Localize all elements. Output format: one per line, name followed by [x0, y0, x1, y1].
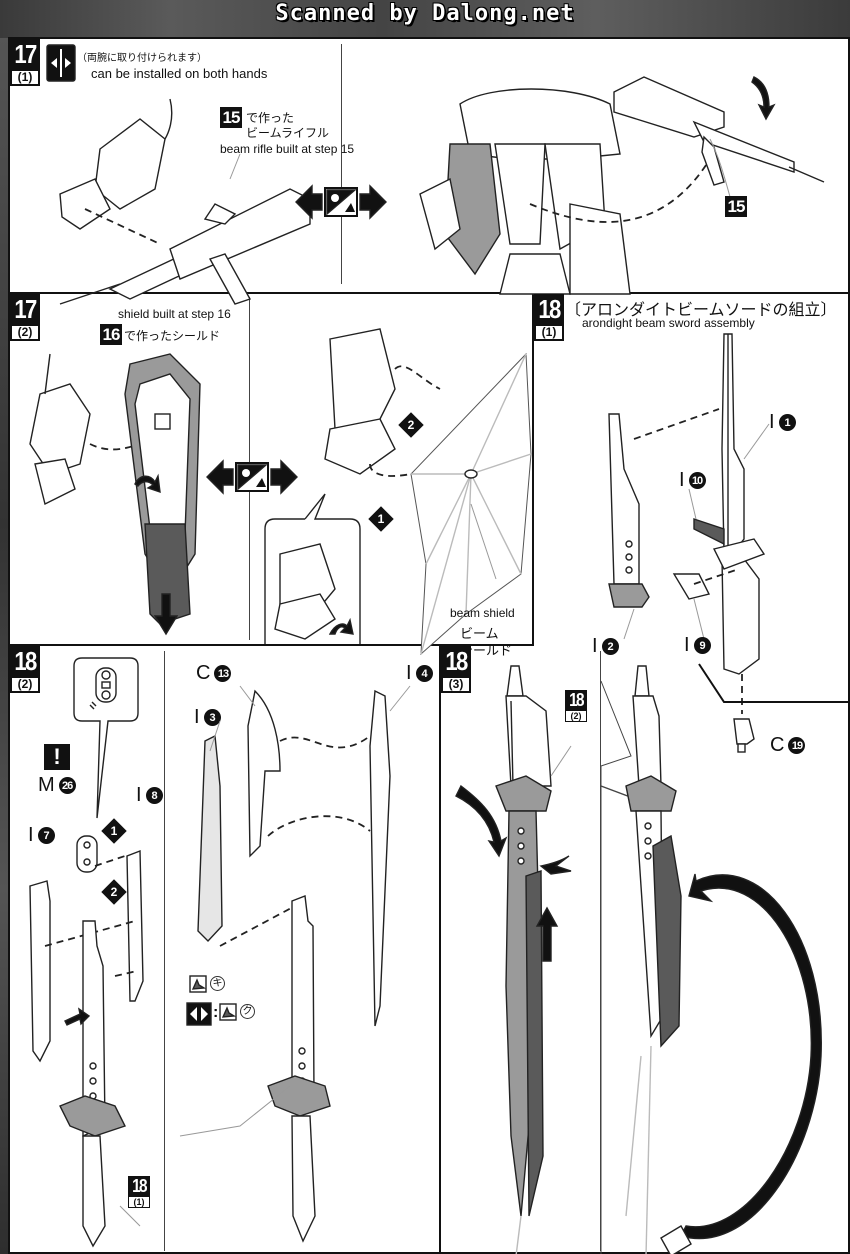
sticker-ku-label: ク — [240, 1004, 255, 1019]
forearm-illustration — [324, 328, 441, 477]
step-18-2-badge: 18 (2) — [10, 646, 40, 693]
robot-waist-illustration — [419, 88, 631, 295]
step-ref-badge: 15 — [725, 196, 747, 217]
both-hands-icon — [46, 44, 76, 82]
shield-ref-jp: で作ったシールド — [124, 329, 221, 343]
note-jp: （両腕に取り付けられます） — [77, 53, 207, 64]
beam-shield-label-en: beam shield — [450, 606, 515, 620]
warning-icon: ! — [44, 744, 70, 770]
part-label-I10: I 10 — [679, 469, 706, 492]
beam-shield-illustration — [410, 352, 532, 656]
sticker-separator: : — [213, 1004, 219, 1021]
scan-background-left — [0, 38, 8, 1254]
part-label-I8: I 8 — [136, 784, 163, 807]
sticker-ki-icon — [189, 975, 207, 993]
part-label-I4: I 4 — [406, 662, 433, 685]
ref-en: beam rifle built at step 15 — [220, 142, 355, 156]
swap-left-right-icon — [206, 459, 298, 495]
step-number: 18 — [445, 646, 468, 676]
sword-extended-illustration — [600, 665, 822, 1254]
sword-parts-middle-illustration — [179, 685, 411, 1243]
step-sub-number: (2) — [10, 676, 40, 693]
section-title-en: arondight beam sword assembly — [582, 316, 755, 330]
sticker-ku-icon — [219, 1003, 237, 1021]
beam-rifle-illustration — [613, 76, 825, 186]
beam-shield-label-jp-1: ビーム — [460, 627, 499, 642]
step-sub-number: (3) — [441, 676, 471, 693]
arm-with-rifle-illustration — [59, 98, 311, 305]
sword-parts-left-illustration — [29, 835, 144, 1248]
part-label-C19: C 19 — [770, 734, 806, 757]
step-17-2-panel: 17 (2) shield built at step 16 16 で作ったシー… — [10, 294, 532, 659]
arm-with-shield-illustration — [29, 353, 201, 636]
sticker-ki-label: キ — [210, 976, 225, 991]
step-18-3-badge: 18 (3) — [441, 646, 471, 693]
detail-callout-box — [264, 493, 361, 644]
order-marker-1: 1 — [368, 506, 394, 532]
step-ref-badge: 16 — [100, 324, 122, 345]
scan-background-top — [0, 0, 850, 38]
pommel-illustration — [733, 718, 755, 753]
ref-jp-line1: で作った — [246, 111, 295, 125]
step-18-1-panel: 18 (1) 〔アロンダイトビームソードの組立〕 arondight beam … — [534, 294, 850, 756]
step-17-1-panel: 17 (1) （両腕に取り付けられます） can be installed on… — [10, 39, 850, 305]
beam-shield-label-jp-2: シールド — [460, 644, 513, 659]
step-number: 17 — [14, 39, 37, 69]
section-title-jp: 〔アロンダイトビームソードの組立〕 — [565, 300, 837, 319]
step-ref-badge: 15 — [220, 107, 242, 128]
subdivider-18-2 — [164, 651, 165, 1251]
panel-18-1-border — [698, 663, 850, 703]
shield-ref: 16 — [100, 324, 122, 345]
divider-18-2-18-3 — [439, 644, 441, 1254]
step-number: 17 — [14, 294, 37, 324]
part-label-I9: I 9 — [684, 634, 711, 657]
step-18-1-badge: 18 (1) — [534, 294, 564, 341]
divider-17-2-18-1 — [532, 292, 534, 644]
step-sub-number: (2) — [10, 324, 40, 341]
ref-step-18-2-badge: 18 (2) — [565, 690, 587, 722]
sword-hilt-assembly-illustration — [608, 333, 770, 714]
part-label-C13: C 13 — [196, 662, 232, 685]
step-18-3-panel: 18 (3) 18 (2) — [441, 646, 850, 1254]
symmetric-icon — [186, 1002, 212, 1026]
divider-17-1-bottom — [10, 292, 850, 294]
detail-callout-bubble — [73, 657, 139, 819]
ref-jp-line2: ビームライフル — [246, 126, 330, 140]
part-label-I1: I 1 — [769, 411, 796, 434]
scan-credit: Scanned by Dalong.net — [275, 1, 575, 26]
part-label-I7: I 7 — [28, 824, 55, 847]
step-18-2-panel: 18 (2) ! M 26 I 8 I 7 1 2 — [10, 646, 439, 1254]
divider-17-2-bottom — [10, 644, 534, 646]
part-label-M26: M 26 — [38, 774, 76, 797]
part-label-I3: I 3 — [194, 706, 221, 729]
subdivider-17-1 — [341, 44, 342, 284]
step-sub-number: (1) — [10, 69, 40, 86]
step-number: 18 — [538, 294, 561, 324]
part-label-I2: I 2 — [592, 635, 619, 658]
sword-folding-illustration — [455, 665, 572, 1254]
ref-step-15-right: 15 — [725, 196, 747, 217]
shield-ref-en: shield built at step 16 — [118, 307, 231, 321]
note-en: can be installed on both hands — [91, 66, 268, 81]
step-17-2-badge: 17 (2) — [10, 294, 40, 341]
step-17-1-badge: 17 (1) — [10, 39, 40, 86]
swap-left-right-icon — [295, 184, 387, 220]
manual-page: 17 (1) （両腕に取り付けられます） can be installed on… — [8, 37, 850, 1254]
rifle-dash-line — [529, 158, 711, 223]
step-number: 18 — [14, 646, 37, 676]
ref-step-15: 15 — [220, 107, 242, 128]
step-sub-number: (1) — [534, 324, 564, 341]
ref-step-18-1-badge: 18 (1) — [128, 1176, 150, 1208]
